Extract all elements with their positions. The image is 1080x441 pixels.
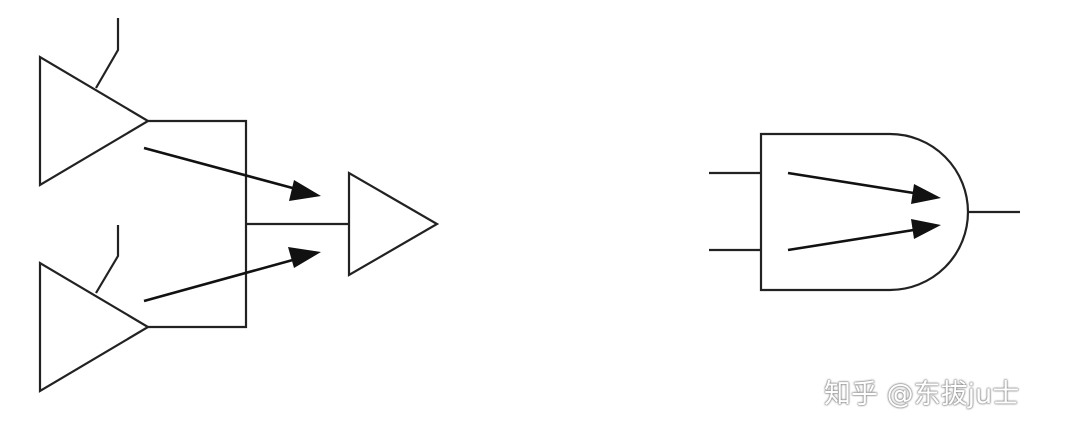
amplifier-circuit xyxy=(38,18,440,393)
and-gate-arrow-line-top xyxy=(787,171,921,196)
top-signal-arrow-line xyxy=(143,146,301,192)
bottom-signal-arrow-line xyxy=(143,256,301,303)
top-amplifier-triangle xyxy=(38,55,151,187)
watermark-text: 知乎 @东拔ju士 xyxy=(824,379,1020,410)
bottom-amplifier-input-wire xyxy=(95,225,120,294)
top-signal-arrowhead xyxy=(289,180,321,201)
and-gate-arrow-line-bottom xyxy=(787,227,921,252)
and-gate-body xyxy=(759,132,970,292)
and-gate-symbol xyxy=(709,132,1020,292)
and-gate-arrowhead-top xyxy=(911,184,941,204)
and-gate-arrowhead-bottom xyxy=(911,219,941,239)
output-amplifier-triangle xyxy=(347,171,440,277)
bottom-signal-arrowhead xyxy=(288,247,321,268)
top-amplifier-input-wire xyxy=(95,18,120,89)
bottom-amplifier-triangle xyxy=(38,261,151,393)
